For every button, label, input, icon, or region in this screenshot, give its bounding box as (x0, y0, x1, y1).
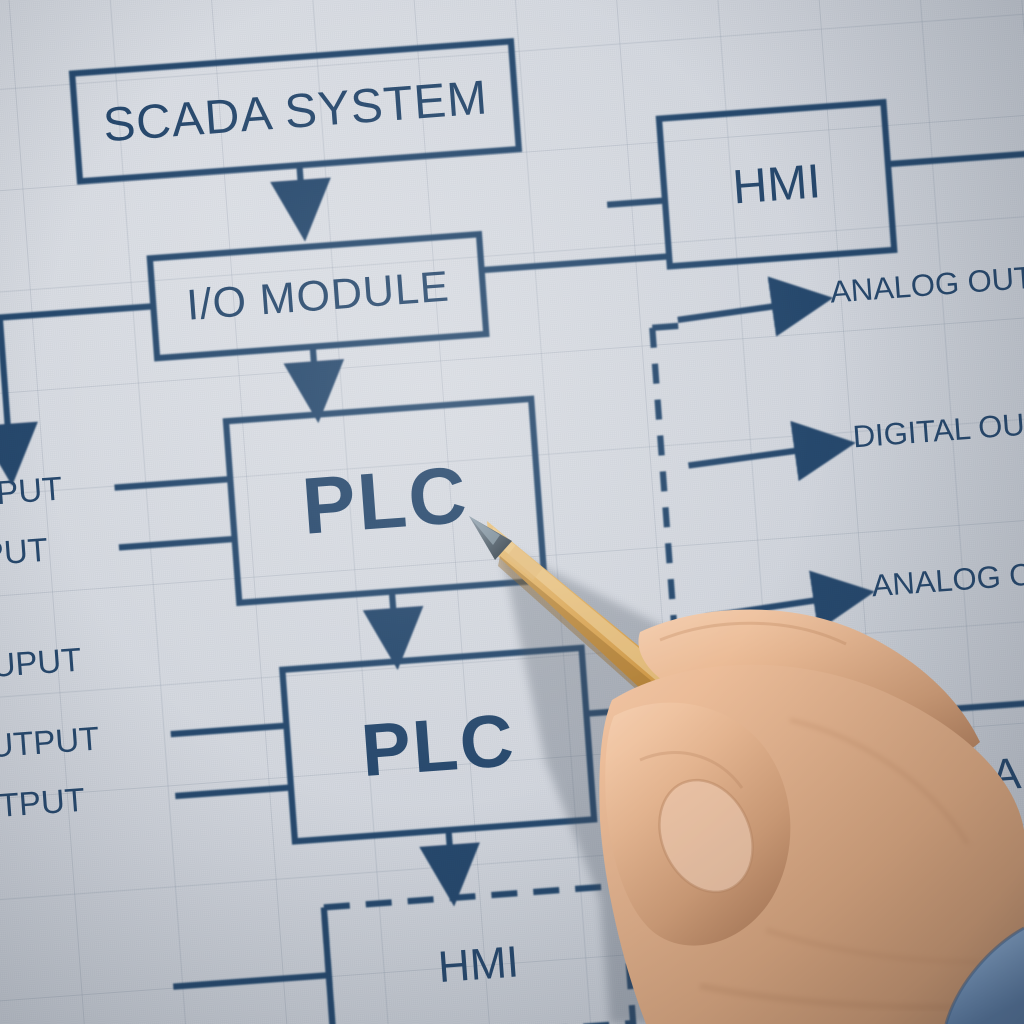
connector-hmi-left-in (606, 197, 666, 208)
arrow-to-digital-output-1 (688, 420, 856, 482)
connector-plc-to-hmi-bottom (419, 829, 480, 907)
stub-digital-output-left (175, 784, 292, 800)
connector-hmi-right-out (887, 139, 1024, 168)
stub-analog-output-left (170, 722, 287, 738)
arrow-to-analog-output-1 (677, 276, 834, 337)
connector-io-to-plc (283, 346, 345, 424)
connector-plc-to-plc (362, 591, 424, 671)
stub-analog-input (114, 476, 231, 491)
bus-dashed-vertical (649, 327, 693, 829)
connector-scada-to-io (270, 164, 331, 242)
bus-dashed-top-elbow (652, 322, 679, 331)
stub-digital-input (118, 535, 235, 551)
box-hmi-top (655, 98, 898, 270)
connector-hmi-bottom-left-in (173, 972, 330, 990)
connector-io-to-hmi (481, 253, 670, 274)
connector-io-left-branch (0, 303, 154, 486)
